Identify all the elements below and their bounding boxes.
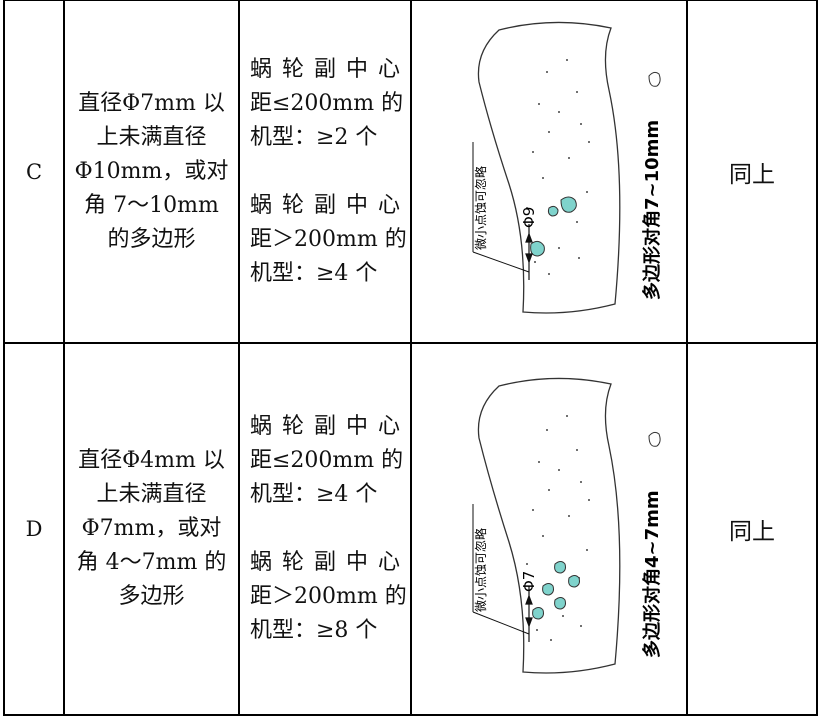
- polygon-icon: [648, 431, 661, 447]
- size-line: 多边形: [118, 584, 185, 609]
- diameter-dimension: [472, 586, 533, 642]
- table-row-d: D 直径Φ4mm 以 上未满直径 Φ7mm，或对 角 4～7mm 的 多边形 蜗…: [3, 342, 818, 716]
- size-line: Φ10mm，或对: [74, 158, 229, 184]
- tooth-outline: [477, 21, 621, 314]
- grade-cell: D: [3, 342, 65, 716]
- diameter-label: Φ7: [520, 571, 538, 592]
- count-head-char: 心: [377, 192, 400, 218]
- size-line: 上未满直径: [96, 124, 207, 150]
- pitting-spots: [532, 561, 580, 620]
- pitting-spots: [530, 196, 577, 257]
- size-criteria-cell: 直径Φ7mm 以 上未满直径 Φ10mm，或对 角 7～10mm 的多边形: [63, 0, 240, 344]
- count-head-char: 心: [377, 550, 400, 575]
- count-line: 机型：≥8 个: [250, 618, 378, 643]
- count-line: 机型：≥2 个: [250, 124, 378, 150]
- same-as-above-text: 同上: [729, 519, 775, 545]
- size-criteria-cell: 直径Φ4mm 以 上未满直径 Φ7mm，或对 角 4～7mm 的 多边形: [63, 342, 240, 716]
- count-head-char: 副: [313, 192, 336, 218]
- count-head-char: 轮: [281, 550, 304, 575]
- diameter-dimension: [472, 223, 533, 280]
- count-head: 蜗轮副中心: [250, 546, 400, 580]
- ignore-note: 微小点蚀可忽略: [473, 165, 488, 249]
- count-line: 距＞200mm 的: [250, 584, 407, 609]
- count-head: 蜗轮副中心: [250, 53, 400, 87]
- count-line: 机型：≥4 个: [250, 260, 378, 286]
- pitting-dots: [526, 58, 590, 275]
- size-line: 直径Φ4mm 以: [78, 448, 225, 473]
- count-block-small: 蜗轮副中心 距≤200mm 的 机型：≥4 个: [240, 410, 410, 512]
- count-head-char: 蜗: [250, 192, 273, 218]
- count-head-char: 副: [313, 56, 336, 82]
- table-row-c: C 直径Φ7mm 以 上未满直径 Φ10mm，或对 角 7～10mm 的多边形 …: [3, 0, 818, 344]
- ignore-note: 微小点蚀可忽略: [473, 528, 488, 612]
- polygon-size-label: 多边形对角7~10mm: [641, 119, 663, 299]
- result-cell: 同上: [686, 342, 818, 716]
- count-head-char: 轮: [281, 414, 304, 439]
- polygon-icon: [648, 71, 661, 87]
- count-head-char: 蜗: [250, 550, 273, 575]
- count-head-char: 心: [377, 56, 400, 82]
- count-block-small: 蜗轮副中心 距≤200mm 的 机型：≥2 个: [240, 53, 410, 155]
- diameter-label: Φ9: [520, 206, 538, 227]
- tooth-pitting-diagram: Φ9 微小点蚀可忽略 多边形对角7~10mm: [472, 21, 663, 314]
- pitting-dots: [526, 415, 590, 641]
- count-line: 距＞200mm 的: [250, 226, 407, 252]
- count-block-large: 蜗轮副中心 距＞200mm 的 机型：≥4 个: [240, 189, 410, 291]
- count-block-large: 蜗轮副中心 距＞200mm 的 机型：≥8 个: [240, 546, 410, 648]
- grade-cell: C: [3, 0, 65, 344]
- count-head-char: 副: [313, 550, 336, 575]
- count-line: 机型：≥4 个: [250, 482, 378, 507]
- tooth-pitting-diagram: Φ7 微小点蚀可忽略 多边形对角4~7mm: [472, 377, 663, 674]
- tooth-outline: [477, 377, 621, 674]
- count-criteria-cell: 蜗轮副中心 距≤200mm 的 机型：≥2 个 蜗轮副中心 距＞200mm 的 …: [238, 0, 412, 344]
- count-head-char: 心: [377, 414, 400, 439]
- same-as-above-text: 同上: [729, 161, 775, 188]
- size-line: 直径Φ7mm 以: [78, 90, 225, 116]
- polygon-size-label: 多边形对角4~7mm: [641, 490, 663, 658]
- grade-label: C: [25, 159, 43, 184]
- figure-cell: Φ9 微小点蚀可忽略 多边形对角7~10mm: [410, 0, 688, 344]
- count-line: 距≤200mm 的: [250, 90, 404, 116]
- pitting-grade-table: C 直径Φ7mm 以 上未满直径 Φ10mm，或对 角 7～10mm 的多边形 …: [3, 0, 818, 716]
- size-line: 角 7～10mm: [84, 192, 219, 218]
- count-head-char: 蜗: [250, 414, 273, 439]
- size-line: 角 4～7mm 的: [76, 550, 227, 575]
- count-line: 距≤200mm 的: [250, 448, 404, 473]
- size-line: Φ7mm，或对: [81, 516, 222, 541]
- result-cell: 同上: [686, 0, 818, 344]
- count-head: 蜗轮副中心: [250, 410, 400, 444]
- size-line: 上未满直径: [96, 482, 207, 507]
- count-head-char: 中: [345, 550, 368, 575]
- count-head-char: 轮: [281, 56, 304, 82]
- size-line: 的多边形: [107, 226, 196, 252]
- grade-label: D: [25, 517, 43, 541]
- count-head-char: 中: [345, 192, 368, 218]
- count-head-char: 中: [345, 414, 368, 439]
- count-head-char: 蜗: [250, 56, 273, 82]
- count-head-char: 中: [345, 56, 368, 82]
- count-criteria-cell: 蜗轮副中心 距≤200mm 的 机型：≥4 个 蜗轮副中心 距＞200mm 的 …: [238, 342, 412, 716]
- count-head: 蜗轮副中心: [250, 189, 400, 223]
- figure-cell: Φ7 微小点蚀可忽略 多边形对角4~7mm: [410, 342, 688, 716]
- count-head-char: 轮: [281, 192, 304, 218]
- count-head-char: 副: [313, 414, 336, 439]
